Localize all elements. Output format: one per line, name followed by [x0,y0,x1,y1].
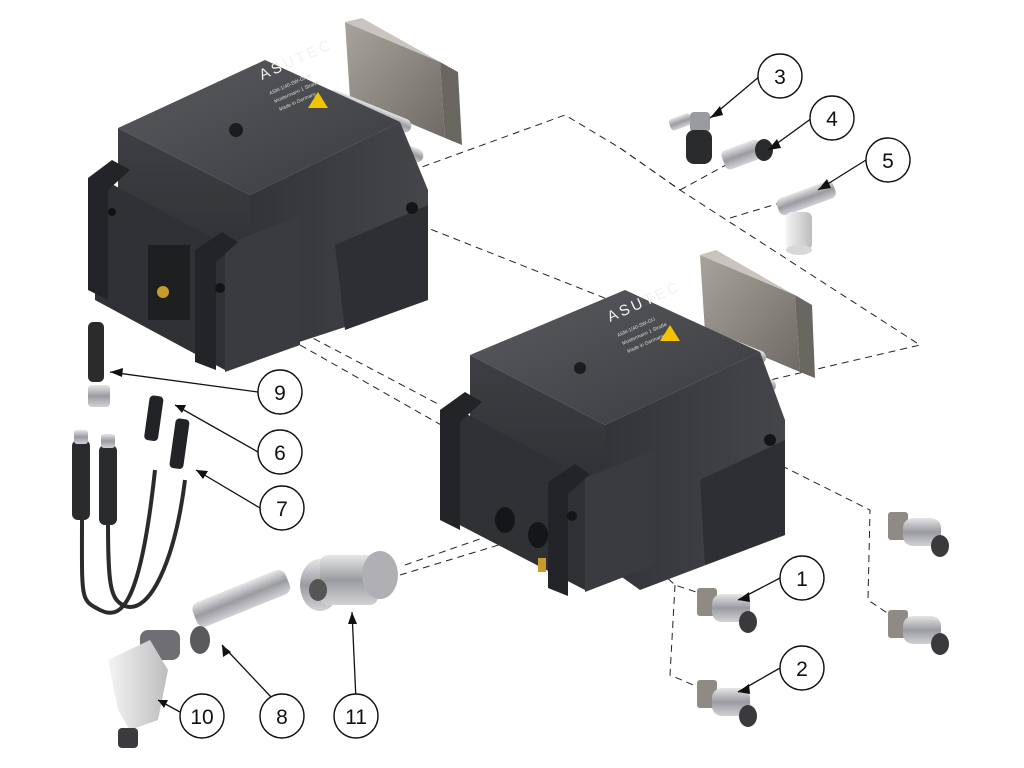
callout-label: 1 [796,568,808,591]
bulkhead-fitting-part-11 [300,551,398,611]
port-hole-1 [495,507,515,533]
callout-label: 8 [276,706,288,729]
callout-9: 9 [257,369,303,415]
magnetic-sensor-part-7 [169,418,190,469]
straight-fitting-part-4 [721,139,773,170]
callout-label: 6 [274,442,286,465]
callout-label: 9 [274,382,286,405]
callout-4: 4 [809,95,855,141]
arrowheads [110,106,831,708]
callout-1: 1 [779,555,825,601]
gripper-unit-upper: ASUTEC ASM-1/40-SW-GK-E Mustermann 1 Str… [88,18,462,372]
magnetic-sensor-part-6 [144,395,164,441]
callout-label: 3 [774,66,786,89]
callout-3: 3 [757,53,803,99]
callout-label: 7 [276,498,288,521]
sensor-cable-pair [79,469,187,615]
port-hole-2 [528,522,548,548]
proximity-sensor-part-8 [190,569,291,654]
warning-label-icon [308,92,328,108]
callout-8: 8 [259,693,305,739]
callout-5: 5 [865,137,911,183]
elbow-fitting-part-3 [668,112,712,164]
callout-2: 2 [779,645,825,691]
stop-screw-extra-upper [888,512,949,557]
callout-label: 11 [345,706,367,729]
brass-fitting-icon [157,286,169,298]
callout-label: 10 [190,706,213,729]
callout-label: 2 [796,658,808,681]
callout-label: 5 [882,150,894,173]
stop-screw-part-2 [697,680,757,727]
callout-6: 6 [257,429,303,475]
tee-fitting-part-5 [776,181,836,255]
gripper-unit-lower: ASUTEC ASM-1/40-SW-GU Mustermann 1 Straß… [440,250,815,596]
callout-10: 10 [179,693,225,739]
stop-screw-extra-lower [888,610,949,655]
adapter-connector-part-9 [88,322,110,407]
angled-connector-part-10 [108,630,180,748]
stop-screw-part-1 [697,588,757,633]
callout-11: 11 [333,693,379,739]
callout-label: 4 [826,108,838,131]
m8-connectors [72,430,117,525]
callout-7: 7 [259,485,305,531]
warning-label-icon [660,325,680,341]
